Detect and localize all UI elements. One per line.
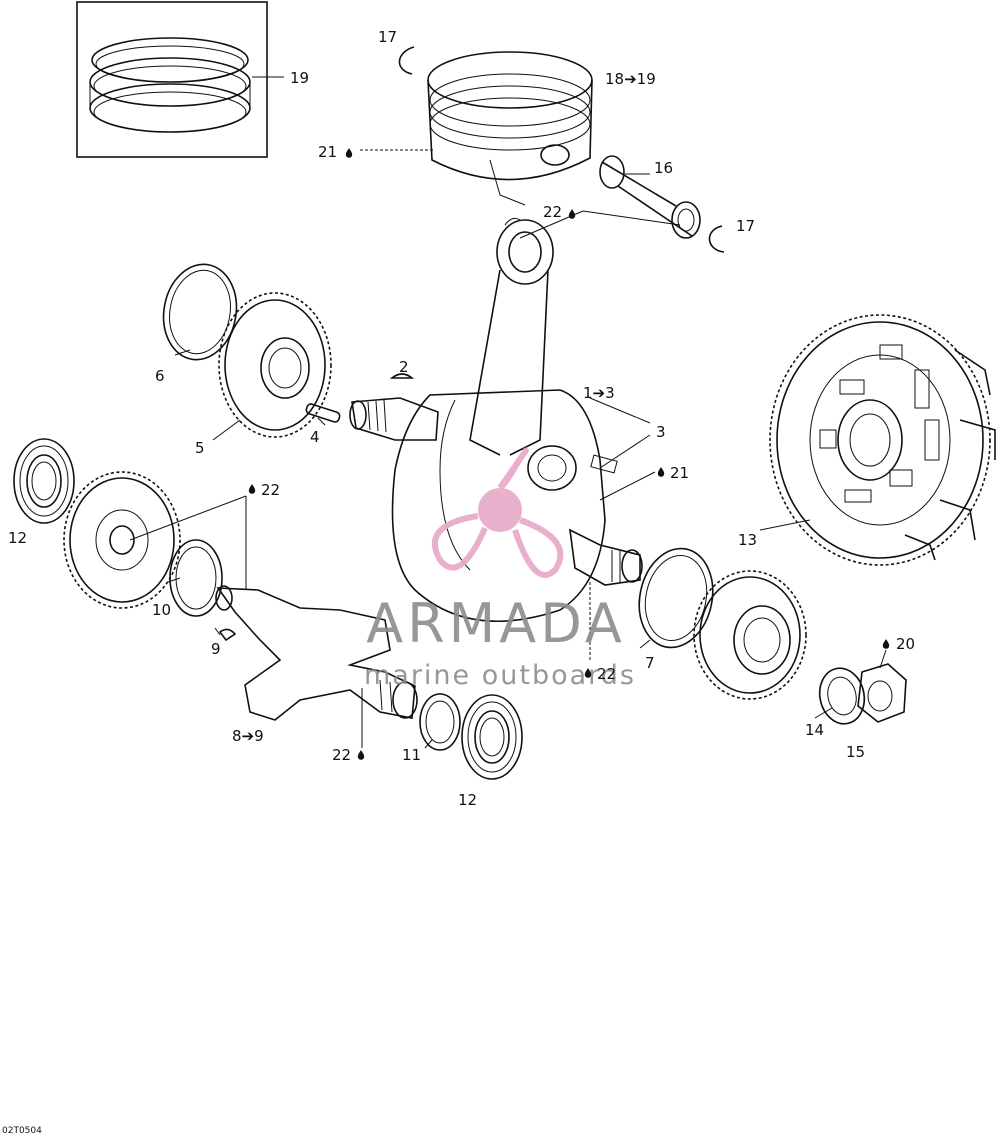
crankshaft	[349, 389, 643, 623]
gear-5	[218, 292, 332, 438]
image-code: 02T0504	[2, 1126, 42, 1136]
nut-15	[857, 663, 907, 723]
washer-11	[419, 693, 461, 751]
callout-labels: 19 17 18➔19 21 16 22 17 6 2 4 5 1➔3 3 21…	[8, 28, 915, 809]
callout-20: 20	[896, 635, 915, 653]
watermark-brand: ARMADA	[366, 592, 626, 655]
oil-drop-icon	[657, 467, 665, 477]
piston	[427, 51, 593, 206]
watermark-tagline: marine outboards	[364, 660, 636, 691]
callout-10: 10	[152, 601, 171, 619]
callout-18-19: 18➔19	[605, 70, 656, 88]
callout-22-pin: 22	[543, 203, 562, 221]
callout-7: 7	[645, 654, 655, 672]
oil-drop-icon	[345, 148, 353, 158]
callout-4: 4	[310, 428, 320, 446]
clutch-housing	[769, 314, 996, 566]
oil-drop-icon	[357, 750, 365, 760]
callout-22-stub: 22	[597, 665, 616, 683]
callout-5: 5	[195, 439, 205, 457]
callout-21-piston: 21	[318, 143, 337, 161]
leader-lines	[129, 149, 887, 749]
callout-6: 6	[155, 367, 165, 385]
callout-1-3: 1➔3	[583, 384, 615, 402]
callout-17-right: 17	[736, 217, 755, 235]
primary-drive-gear	[693, 570, 807, 700]
callout-13: 13	[738, 531, 757, 549]
washer-10	[169, 539, 223, 617]
circlip-right	[708, 225, 725, 253]
callout-21-crank: 21	[670, 464, 689, 482]
balance-shaft	[215, 585, 418, 721]
callout-3: 3	[656, 423, 666, 441]
drive-gear-left	[63, 471, 181, 609]
piston-rings-inset	[76, 1, 284, 158]
key-9	[218, 628, 237, 642]
ball-bearing-left	[13, 438, 75, 524]
connecting-rod	[469, 217, 554, 456]
piston-rings	[89, 37, 251, 133]
oil-drop-icon	[882, 639, 890, 649]
lock-washer-14	[818, 667, 866, 725]
ball-bearing-bottom	[461, 694, 523, 780]
callout-22-shaft: 22	[332, 746, 351, 764]
callout-12-left: 12	[8, 529, 27, 547]
key-4	[305, 403, 341, 423]
callout-9: 9	[211, 640, 221, 658]
thrust-washer-6	[162, 263, 238, 361]
woodruff-key-2	[389, 373, 415, 379]
callout-17-top: 17	[378, 28, 397, 46]
callout-8-9: 8➔9	[232, 727, 264, 745]
callout-12-bottom: 12	[458, 791, 477, 809]
callout-16: 16	[654, 159, 673, 177]
callout-14: 14	[805, 721, 824, 739]
circlip-top	[398, 46, 415, 75]
oil-drop-icon	[248, 484, 256, 494]
callout-2: 2	[399, 358, 409, 376]
armada-watermark: ARMADA marine outboards	[364, 447, 636, 691]
callout-19: 19	[290, 69, 309, 87]
callout-15: 15	[846, 743, 865, 761]
washer-7	[638, 547, 714, 649]
armada-logo	[432, 447, 564, 578]
piston-pin	[599, 155, 701, 239]
callout-11: 11	[402, 746, 421, 764]
callout-22-gear: 22	[261, 481, 280, 499]
oil-drop-icon	[568, 209, 576, 219]
inset-frame	[76, 1, 268, 158]
